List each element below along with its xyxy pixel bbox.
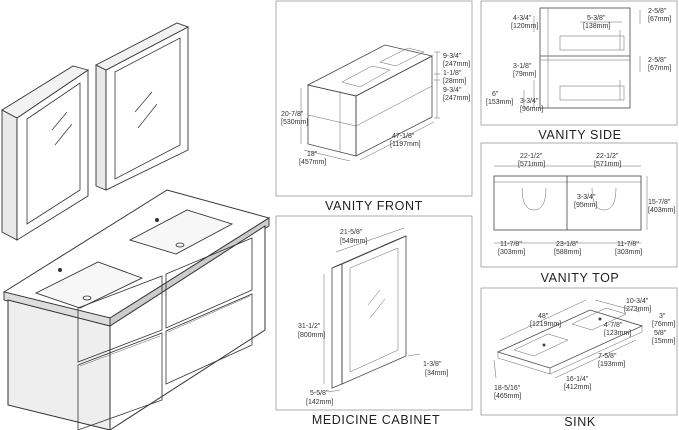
medicine-cabinet-drawing <box>323 227 421 393</box>
mc-dm: [34mm] <box>425 370 448 377</box>
vs-cm: [67mm] <box>648 16 671 23</box>
vf-d2: 1-1/8" <box>443 70 462 77</box>
vs-e: 2-5/8" <box>648 57 667 64</box>
vanity-top-panel <box>480 142 678 268</box>
vt-hm: [403mm] <box>648 207 675 214</box>
vs-c: 2-5/8" <box>648 8 667 15</box>
vt-b1: 11-7/8" <box>500 241 522 248</box>
mc-h: 31-1/2" <box>298 323 321 330</box>
vf-heightm: [530mm] <box>281 119 308 126</box>
vt-b2m: [588mm] <box>554 249 581 256</box>
caption-vanity-front: VANITY FRONT <box>325 199 423 213</box>
vf-width: 47-1/8" <box>392 133 415 140</box>
vf-widthm: [1197mm] <box>390 141 421 148</box>
sink-wm: [1219mm] <box>530 321 561 328</box>
sink-f: 7-5/8" <box>598 353 617 360</box>
mc-d2: 5-5/8" <box>310 390 329 397</box>
sink-c: 4-7/8" <box>604 322 623 329</box>
vf-d1m: [247mm] <box>443 61 470 68</box>
vs-d: 3-1/8" <box>513 63 532 70</box>
vf-d3: 9-3/4" <box>443 87 462 94</box>
caption-sink: SINK <box>564 415 596 429</box>
sink-hm: [465mm] <box>494 393 521 400</box>
caption-vanity-side: VANITY SIDE <box>538 128 621 142</box>
vs-g: 3-3/4" <box>520 98 539 105</box>
sink-g: 16-1/4" <box>566 376 589 383</box>
vanity-front-panel <box>275 0 473 197</box>
vs-dm: [79mm] <box>513 71 536 78</box>
vs-b: 5-3/8" <box>587 15 606 22</box>
sink-e: 5/8" <box>654 330 667 337</box>
vs-fm: [153mm] <box>486 99 513 106</box>
vt-c1: 3-3/4" <box>577 194 596 201</box>
mc-d2m: [142mm] <box>306 399 333 406</box>
vanity-side-drawing <box>523 7 641 109</box>
vt-h: 15-7/8" <box>648 199 671 206</box>
mc-d: 1-3/8" <box>423 361 442 368</box>
medicine-cabinet-panel <box>275 215 473 411</box>
vt-b2: 23-1/8" <box>556 241 579 248</box>
vf-d1: 9-3/4" <box>443 53 462 60</box>
sink-panel <box>480 287 678 416</box>
vs-bm: [138mm] <box>583 23 610 30</box>
sink-w: 48" <box>538 313 549 320</box>
vs-f: 6" <box>492 91 499 98</box>
mc-wm: [549mm] <box>340 238 367 245</box>
vf-depth: 18" <box>307 151 318 158</box>
sink-drawing <box>493 299 644 379</box>
mc-hm: [800mm] <box>298 332 325 339</box>
vf-d3m: [247mm] <box>443 95 470 102</box>
vanity-illustration <box>2 189 271 430</box>
sink-fm: [193mm] <box>598 361 625 368</box>
product-illustration <box>1 22 271 430</box>
vf-depthm: [457mm] <box>299 159 326 166</box>
vt-l2m: [571mm] <box>594 161 621 168</box>
vt-l2: 22-1/2" <box>596 153 619 160</box>
vs-a: 4-3/4" <box>513 15 532 22</box>
sink-h: 18-5/16" <box>494 385 521 392</box>
vt-c1m: [95mm] <box>574 202 597 209</box>
vanity-front-drawing <box>300 44 440 162</box>
vt-b1m: [303mm] <box>498 249 525 256</box>
sink-gm: [412mm] <box>564 384 591 391</box>
vt-l1m: [571mm] <box>518 161 545 168</box>
vt-b3: 11-7/8" <box>617 241 639 248</box>
vanity-side-panel <box>480 0 678 126</box>
vs-gm: [96mm] <box>520 106 543 113</box>
sink-bm: [76mm] <box>652 321 675 328</box>
sink-b: 3" <box>659 313 666 320</box>
medicine-cabinet-left <box>1 65 90 241</box>
vt-b3m: [303mm] <box>615 249 642 256</box>
sink-a: 10-3/4" <box>626 298 649 305</box>
vanity-top-drawing <box>493 165 648 244</box>
caption-medicine-cabinet: MEDICINE CABINET <box>312 413 440 427</box>
vf-height: 20-7/8" <box>281 111 304 118</box>
vf-d2m: [28mm] <box>443 78 466 85</box>
vt-l1: 22-1/2" <box>520 153 543 160</box>
sink-em: [15mm] <box>652 338 675 345</box>
sink-am: [273mm] <box>624 306 651 313</box>
vs-am: [120mm] <box>511 23 538 30</box>
mc-w: 21-5/8" <box>340 229 363 236</box>
sink-cm: [123mm] <box>604 330 631 337</box>
caption-vanity-top: VANITY TOP <box>541 271 620 285</box>
vs-em: [67mm] <box>648 65 671 72</box>
medicine-cabinet-right <box>95 22 190 191</box>
